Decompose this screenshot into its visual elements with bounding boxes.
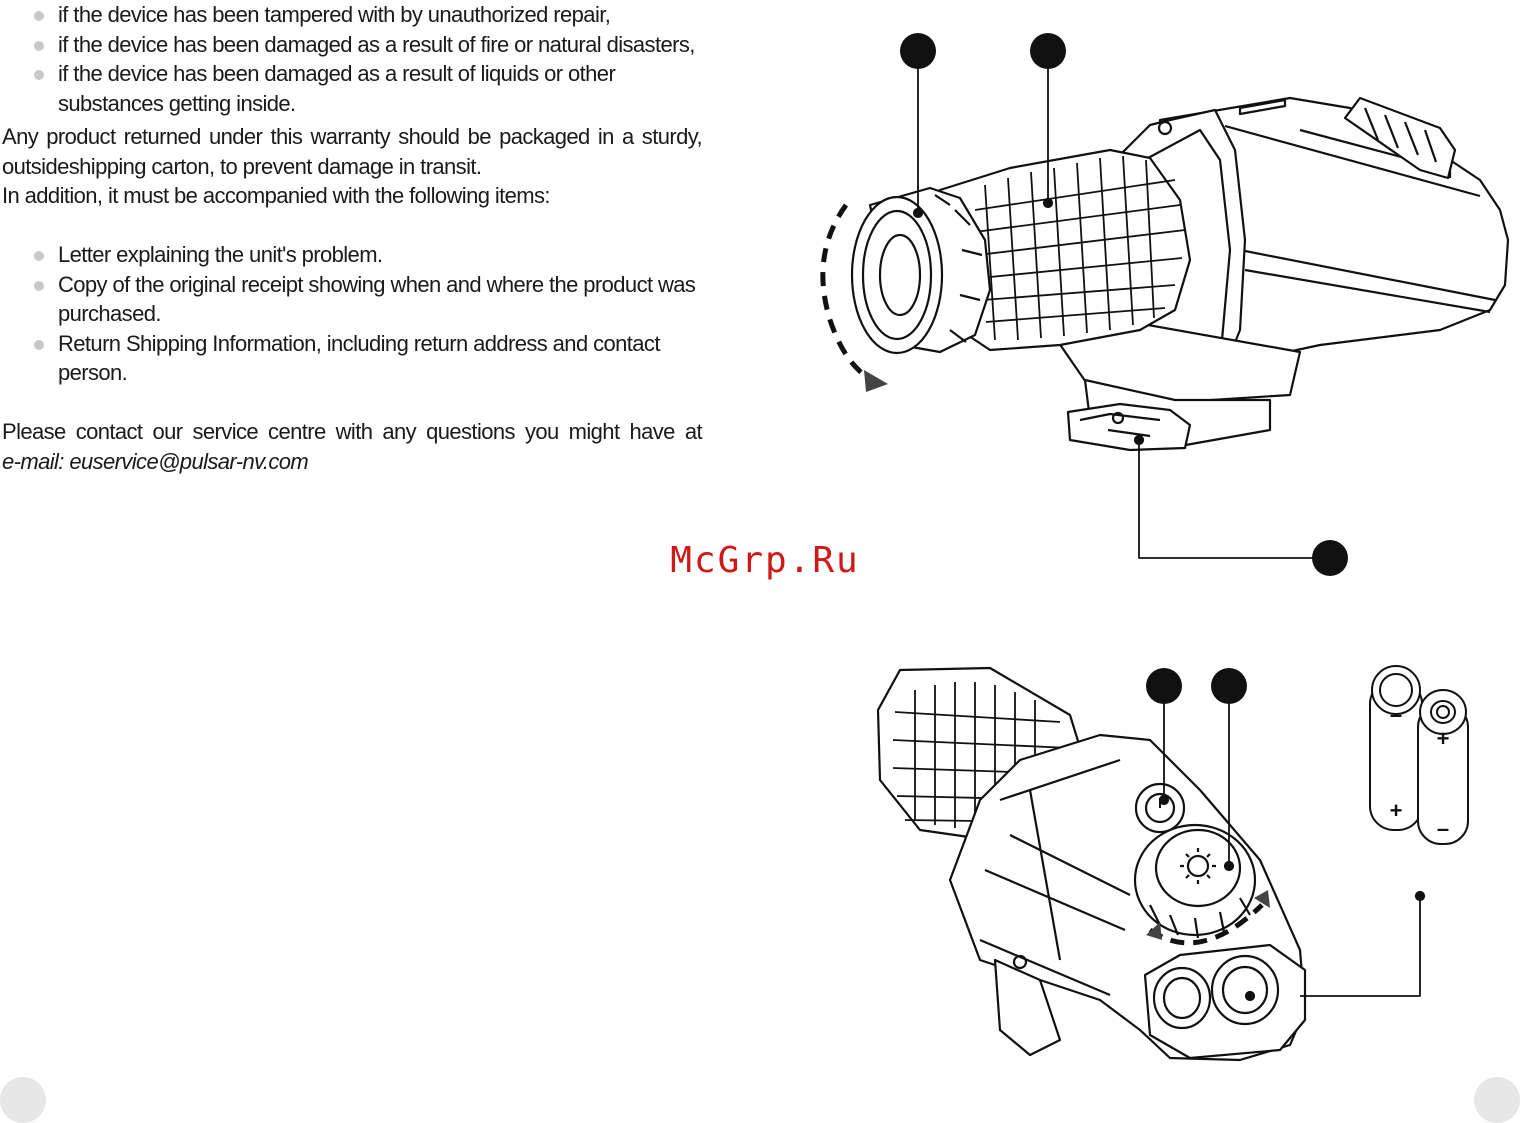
device-rear-view: [876, 666, 1426, 1062]
return-paragraph-line: In addition, it must be accompanied with…: [2, 183, 551, 208]
list-item: if the device has been tampered with by …: [2, 0, 702, 30]
battery-plus-sign: +: [1390, 798, 1403, 823]
battery-plus-sign: +: [1437, 726, 1450, 751]
list-item: Return Shipping Information, including r…: [2, 329, 678, 388]
list-item: Letter explaining the unit's problem.: [2, 240, 702, 270]
page-marker-left: [0, 1077, 46, 1123]
list-item: if the device has been damaged as a resu…: [2, 59, 618, 118]
return-items-list: Letter explaining the unit's problem. Co…: [2, 240, 702, 388]
contact-line: Please contact our service centre with a…: [2, 419, 703, 444]
text-column: if the device has been tampered with by …: [2, 0, 703, 476]
return-paragraph-line: Any product returned under this warranty…: [2, 124, 703, 149]
battery-icon: [1369, 665, 1469, 845]
page-marker-right: [1474, 1077, 1520, 1123]
contact-email-link[interactable]: e-mail: euservice@pulsar-nv.com: [2, 448, 309, 474]
battery-minus-sign: –: [1437, 816, 1449, 841]
device-side-view: [820, 64, 1510, 559]
callout-marker: [1312, 540, 1348, 576]
watermark: McGrp.Ru: [670, 540, 860, 581]
return-paragraph-line: outsideshipping carton, to prevent damag…: [2, 153, 482, 179]
list-item: Copy of the original receipt showing whe…: [2, 270, 702, 329]
callout-marker: [900, 33, 936, 69]
callout-marker: [1030, 33, 1066, 69]
list-item: if the device has been damaged as a resu…: [2, 30, 702, 60]
battery-minus-sign: –: [1390, 702, 1402, 727]
callout-marker: [1211, 668, 1247, 704]
warranty-exclusion-list: if the device has been tampered with by …: [2, 0, 702, 118]
callout-marker: [1146, 668, 1182, 704]
